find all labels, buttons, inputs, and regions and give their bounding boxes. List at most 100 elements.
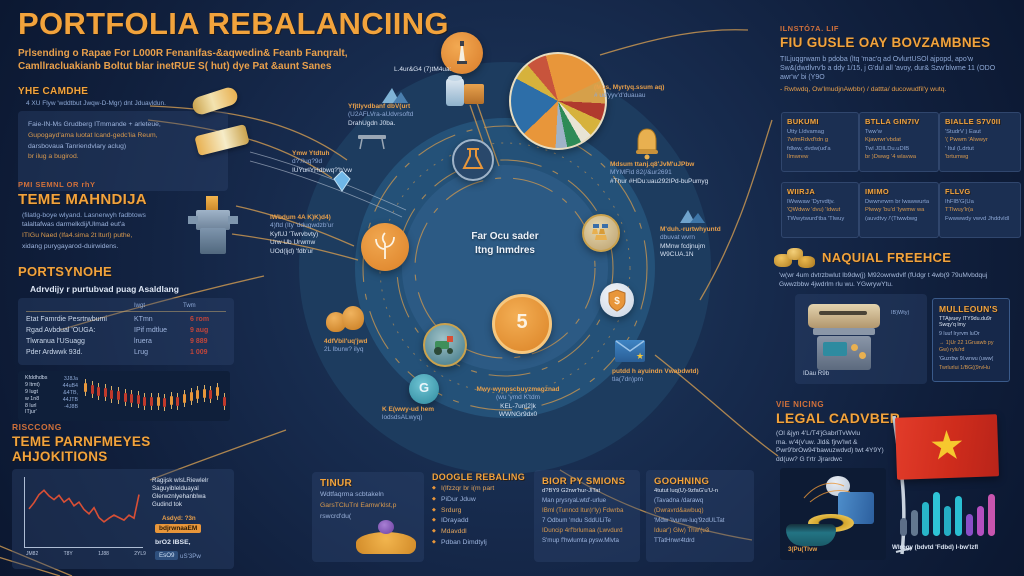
risk-badge: bdjrwnaaEM [155,524,202,533]
shield-node: $ [600,283,634,317]
axis-label: &4TB, [63,389,78,396]
bar-chart-caption: Wlrogy (bdvtd 'Fdbd) I-bw'lzfl [892,544,979,551]
legend-line: 9 lugt [25,388,38,395]
page-title: PORTFOLIA REBALANCIING [18,6,449,41]
panel-subline: d?BY9 G2rwr'hur-JlTat [542,488,601,494]
bar [988,494,995,536]
section-bullet: - Rwtwdq, Ow'lmudjnAwbbr) / dattta/ duco… [780,86,947,94]
hub-title: Far Ocu sader Itng Inmdres [443,230,567,258]
label-line: KyfUJ 'Twrvbvty) [270,230,319,238]
tractor-icon [434,336,453,355]
text-line: Twl JDILDu.uDIB [865,145,910,152]
label-line: 4)ftd (Ity 'dduqwdzb'ur [270,222,334,230]
vietnam-flag: ★ [894,414,1000,480]
label-line: Ymw Ytdtuh [292,150,330,157]
paragraph-line: Sw&(dwdlvrv'b a ddy 1/15, j G'dul all 'a… [780,65,996,73]
wallet-tag: IB)Wty) [891,310,910,316]
label-line: KEL-7un[2]k [500,402,536,410]
text-line: 'Guzrbw 9l.wrwu (uww( [939,355,994,362]
panel-goohning: GOOHNING 4tutut luq(U)-9zfaG'u'U-n (Tava… [646,470,754,562]
bullet-line: PiDur Jduw [432,496,528,505]
table-row: Etat Famrdie Pesrtrwbumi KTmn 6 rom [26,316,226,323]
risk-line-series [28,489,140,523]
subtitle-line-1: Prlsending o Rapae For L000R Fenanifas-&… [18,48,348,59]
label-line: # ud'yyv'd'duauau [594,92,646,100]
cell-heading: WIIRJA [787,187,816,196]
paragraph-line: awr'w' bi (Y9O [780,74,825,82]
text-line: Plwwy 'bu'd 'Iywmw wa [865,207,925,214]
label-line: Urw Ub Urwmw [270,239,316,247]
row-value: Lrug [134,349,149,356]
text-line: Ilmwrew [787,154,809,161]
row-delta: 1 009 [190,349,208,356]
text-line: Wdtfaqrma scbtakeln [320,491,384,498]
axis-label: -4J8B [64,403,78,410]
cell-heading: BUKUMI [787,117,819,126]
wallet-panel: IB)Wty) IDau R9b [795,294,927,384]
panel-subline: 4tutut luq(U)-9zfaG'u'U-n [654,488,719,494]
section-fiu-gusle: ILNSTÓ7A. LIF FIU GUSLE OAY BOVZAMBNES T… [780,24,1016,93]
label-line: IUYurlYHdbwq?'b'vw [292,166,352,174]
x-tick-label: T8Y [63,551,73,557]
text-line: TTatHnwr4tdrd [654,537,695,545]
label-line: MMnw fcdjnujm [660,242,706,250]
row-value: KTmn [134,316,153,323]
x-tick-label: 1J88 [98,551,109,557]
section-heading: FIU GUSLE OAY BOVZAMBNES [780,35,991,50]
candle-chart [82,373,226,419]
text-line: (auvdtvy /'(Ttwwbwg [865,215,918,222]
manual-heading: NAQUIAL FREEHCE [822,250,952,265]
pie-chart [509,52,607,150]
text-line: ITIGu Naed (Ifa4.sima 2t lturl) puthe, [22,231,133,239]
table-rows: Etat Famrdie Pesrtrwbumi KTmn 6 rom Rgad… [26,316,226,356]
text-line: Fwwwwdy vwvd Jhddvldl [945,215,1010,222]
coin-pile-icon [356,520,416,554]
x-tick-label: 2YL9 [134,551,146,557]
gold-bars-icon [592,224,608,240]
paragraph-line: dd(uw? G t'rtr Jjrardwc [776,455,843,463]
section-kicker: PMI SEMNL OR rhY [18,180,96,189]
label-envelope: putdd h ayuindn Vwabdwtd)tla(7dn)pm [612,368,720,385]
risk-note: brO2 IBSE, [155,539,191,546]
paragraph-line: (Ol &jyn 4'L/T4'jGabrlTvWvlu [776,430,861,437]
paragraph-line: Gwwzbbw 4jwdrlm rlu wu. YGwrywYtu. [779,280,893,288]
text-line: IDuncip 4rf'brlumaa (Lwvdurd [542,527,623,535]
risk-link: Asdyd: ?3n [162,515,196,522]
text-line: → 1)Ur 22 1Gruawb py Gw) rylu'rd [939,339,994,353]
label-jar: Yfjtlyvdbanf dbV(urt(U2AFLVra-aUdvrsoftd… [348,103,446,128]
bar [955,496,962,536]
bullet-line: Mdavddl [432,528,528,537]
note-line: Ragijsk wlsLRiewlelr [152,477,209,484]
gold-bars-node [582,214,620,252]
label-line: 2L lburw? ilyq [324,346,364,354]
text-line: Dwwrvrwrn br lwawwurta [865,199,930,205]
section-kicker: ILNSTÓ7A. LIF [780,24,839,33]
manual-paragraph: 'w(wr 4um dvtrzbwlut Ib9dw(j) M92owrwdvl… [779,272,1015,289]
text-line: Faie-IN-Ms Grudberg ITmmande + arleteue, [28,121,161,128]
bar [900,518,907,536]
table-row: Rgad Avbdual 'OUGA: IPif mdtlue 9 aug [26,327,226,334]
text-line: IhFIB'G(Ua [945,199,974,205]
label-line: Mdsum ttanj.q8'JvM'uJPbw [610,161,695,168]
section-heading: TEME PARNFMEYES AHJOKITIONS [12,434,151,464]
row-delta: 9 889 [190,338,208,345]
hub-line-1: Far Ocu sader [471,231,539,242]
label-line: dbuvat wvrn [660,234,696,242]
lighthouse-icon [457,41,467,64]
spiral-glyph: G [418,380,430,395]
section-lead: (filatlg-boye wlyand. Lasnerwyh fadbtows [22,212,146,219]
risk-chip: EsO9 [155,551,179,560]
panel-heading: BIOR PY SMIONS [542,476,626,487]
label-line: 4dfVbil'uq'jwd [324,338,368,345]
bullet-line: Srdurg [432,507,528,516]
tractor-node [423,323,467,367]
cell-heading: FLLVG [945,187,971,196]
row-value: lruera [134,338,152,345]
